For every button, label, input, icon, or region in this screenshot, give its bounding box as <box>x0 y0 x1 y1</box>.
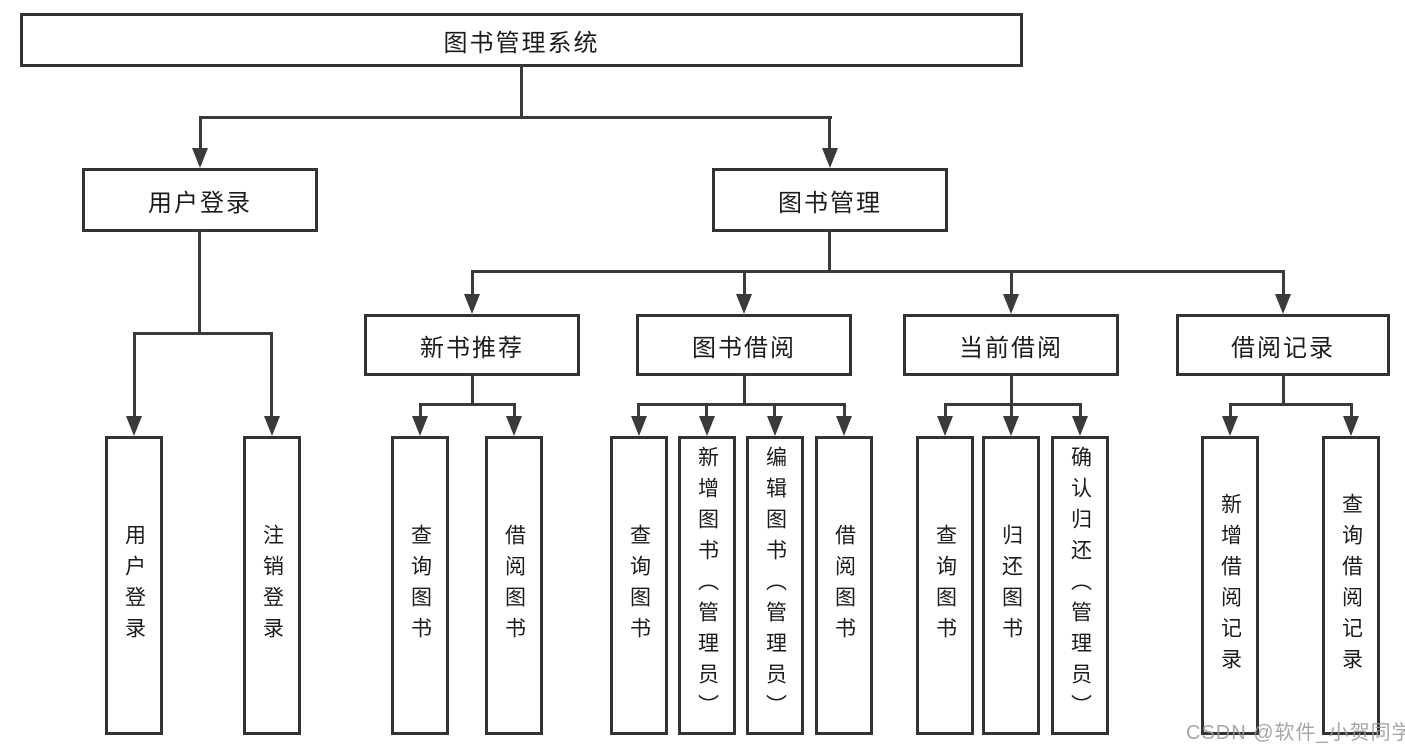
connector-line <box>471 270 474 297</box>
leaf-add-borrow-record: 新增借阅记录 <box>1201 436 1259 735</box>
node-label: 注销登录 <box>260 523 284 648</box>
connector-line <box>133 332 136 420</box>
connector-line <box>133 332 273 335</box>
leaf-confirm-return-admin: 确认归还（管理员） <box>1051 436 1109 735</box>
connector-line <box>944 403 947 420</box>
leaf-query-books-recommend: 查询图书 <box>391 436 449 735</box>
leaf-borrow-books: 借阅图书 <box>815 436 873 735</box>
arrow-down-icon <box>506 416 522 436</box>
node-label: 新增借阅记录 <box>1218 492 1242 679</box>
arrow-down-icon <box>464 294 480 314</box>
arrow-down-icon <box>836 416 852 436</box>
node-label: 编辑图书（管理员） <box>763 446 787 725</box>
leaf-user-login: 用户登录 <box>105 436 163 735</box>
node-label: 图书管理 <box>778 189 882 217</box>
arrow-down-icon <box>699 416 715 436</box>
arrow-down-icon <box>1275 294 1291 314</box>
connector-line <box>471 270 1285 273</box>
connector-line <box>419 403 422 420</box>
node-label: 归还图书 <box>999 523 1023 648</box>
leaf-borrow-books-recommend: 借阅图书 <box>485 436 543 735</box>
node-label: 查询图书 <box>408 523 432 648</box>
leaf-query-books-current: 查询图书 <box>916 436 974 735</box>
connector-line <box>419 403 516 406</box>
connector-line <box>199 116 202 151</box>
node-book-borrowing: 图书借阅 <box>636 314 852 376</box>
connector-line <box>705 403 708 420</box>
node-library-management-system: 图书管理系统 <box>20 13 1023 67</box>
node-label: 查询图书 <box>933 523 957 648</box>
connector-line <box>944 403 1082 406</box>
node-new-book-recommendation: 新书推荐 <box>364 314 580 376</box>
node-label: 新书推荐 <box>420 334 524 362</box>
connector-line <box>1010 374 1013 406</box>
node-label: 新增图书（管理员） <box>695 446 719 725</box>
node-label: 用户登录 <box>122 523 146 648</box>
connector-line <box>1350 403 1353 420</box>
connector-line <box>198 230 201 335</box>
connector-line <box>773 403 776 420</box>
arrow-down-icon <box>412 416 428 436</box>
arrow-down-icon <box>192 148 208 168</box>
node-current-borrowing: 当前借阅 <box>903 314 1119 376</box>
arrow-down-icon <box>1003 294 1019 314</box>
connector-line <box>1010 270 1013 297</box>
node-label: 借阅记录 <box>1231 334 1335 362</box>
connector-line <box>1282 270 1285 297</box>
connector-line <box>637 403 846 406</box>
arrow-down-icon <box>1343 416 1359 436</box>
leaf-query-borrow-record: 查询借阅记录 <box>1322 436 1380 735</box>
node-label: 当前借阅 <box>959 334 1063 362</box>
connector-line <box>471 374 474 406</box>
arrow-down-icon <box>937 416 953 436</box>
arrow-down-icon <box>126 416 142 436</box>
arrow-down-icon <box>1003 416 1019 436</box>
node-label: 借阅图书 <box>832 523 856 648</box>
node-book-management: 图书管理 <box>712 168 948 232</box>
node-user-login: 用户登录 <box>82 168 318 232</box>
connector-line <box>843 403 846 420</box>
connector-line <box>743 270 746 297</box>
connector-line <box>1229 403 1353 406</box>
connector-line <box>1229 403 1232 420</box>
node-label: 查询图书 <box>627 523 651 648</box>
connector-line <box>270 332 273 420</box>
connector-line <box>1010 403 1013 420</box>
arrow-down-icon <box>631 416 647 436</box>
node-label: 借阅图书 <box>502 523 526 648</box>
connector-line <box>513 403 516 420</box>
leaf-edit-book-admin: 编辑图书（管理员） <box>746 436 804 735</box>
connector-line <box>1079 403 1082 420</box>
arrow-down-icon <box>822 148 838 168</box>
arrow-down-icon <box>736 294 752 314</box>
connector-line <box>828 230 831 273</box>
watermark-text: CSDN @软件_小贺同学 <box>1186 722 1405 744</box>
leaf-add-book-admin: 新增图书（管理员） <box>678 436 736 735</box>
arrow-down-icon <box>1222 416 1238 436</box>
arrow-down-icon <box>767 416 783 436</box>
node-label: 用户登录 <box>148 189 252 217</box>
connector-line <box>743 374 746 406</box>
leaf-return-books: 归还图书 <box>982 436 1040 735</box>
connector-line <box>1282 374 1285 406</box>
node-label: 图书管理系统 <box>443 29 600 57</box>
node-label: 图书借阅 <box>692 334 796 362</box>
connector-line <box>637 403 640 420</box>
connector-line <box>520 65 523 118</box>
arrow-down-icon <box>264 416 280 436</box>
connector-line <box>828 116 831 151</box>
leaf-logout: 注销登录 <box>243 436 301 735</box>
node-label: 查询借阅记录 <box>1339 492 1363 679</box>
connector-line <box>199 116 832 119</box>
arrow-down-icon <box>1072 416 1088 436</box>
node-label: 确认归还（管理员） <box>1068 446 1092 725</box>
node-borrowing-records: 借阅记录 <box>1176 314 1390 376</box>
leaf-query-books-borrow: 查询图书 <box>610 436 668 735</box>
